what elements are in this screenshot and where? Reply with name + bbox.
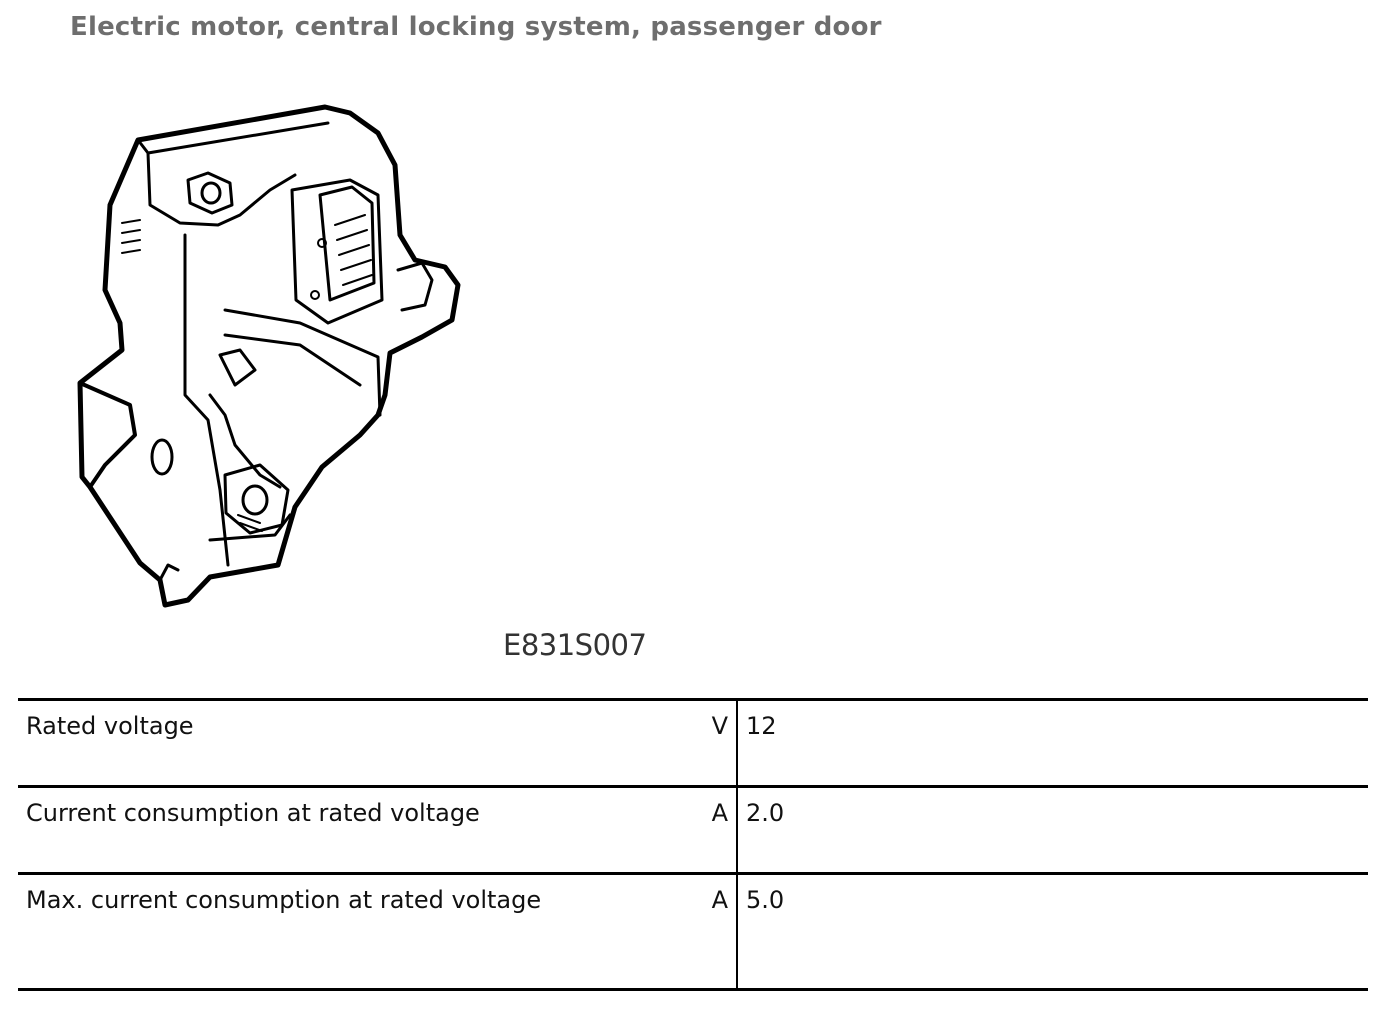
spec-label: Rated voltage (26, 712, 194, 740)
specification-table: Rated voltage V 12 Current consumption a… (18, 698, 1368, 991)
spec-unit: V (586, 699, 738, 787)
table-row: Rated voltage V 12 (18, 699, 1368, 787)
page-title: Electric motor, central locking system, … (70, 12, 882, 42)
spec-value: 12 (746, 712, 777, 740)
spec-value: 2.0 (746, 799, 785, 827)
spec-unit: A (586, 786, 738, 874)
table-row: Current consumption at rated voltage A 2… (18, 786, 1368, 874)
table-row: Max. current consumption at rated voltag… (18, 873, 1368, 990)
figure-code: E831S007 (503, 628, 647, 662)
spec-label: Max. current consumption at rated voltag… (26, 886, 542, 914)
spec-value: 5.0 (746, 886, 785, 914)
spec-unit: A (586, 873, 738, 990)
spec-label: Current consumption at rated voltage (26, 799, 480, 827)
door-lock-motor-illustration (77, 104, 461, 608)
